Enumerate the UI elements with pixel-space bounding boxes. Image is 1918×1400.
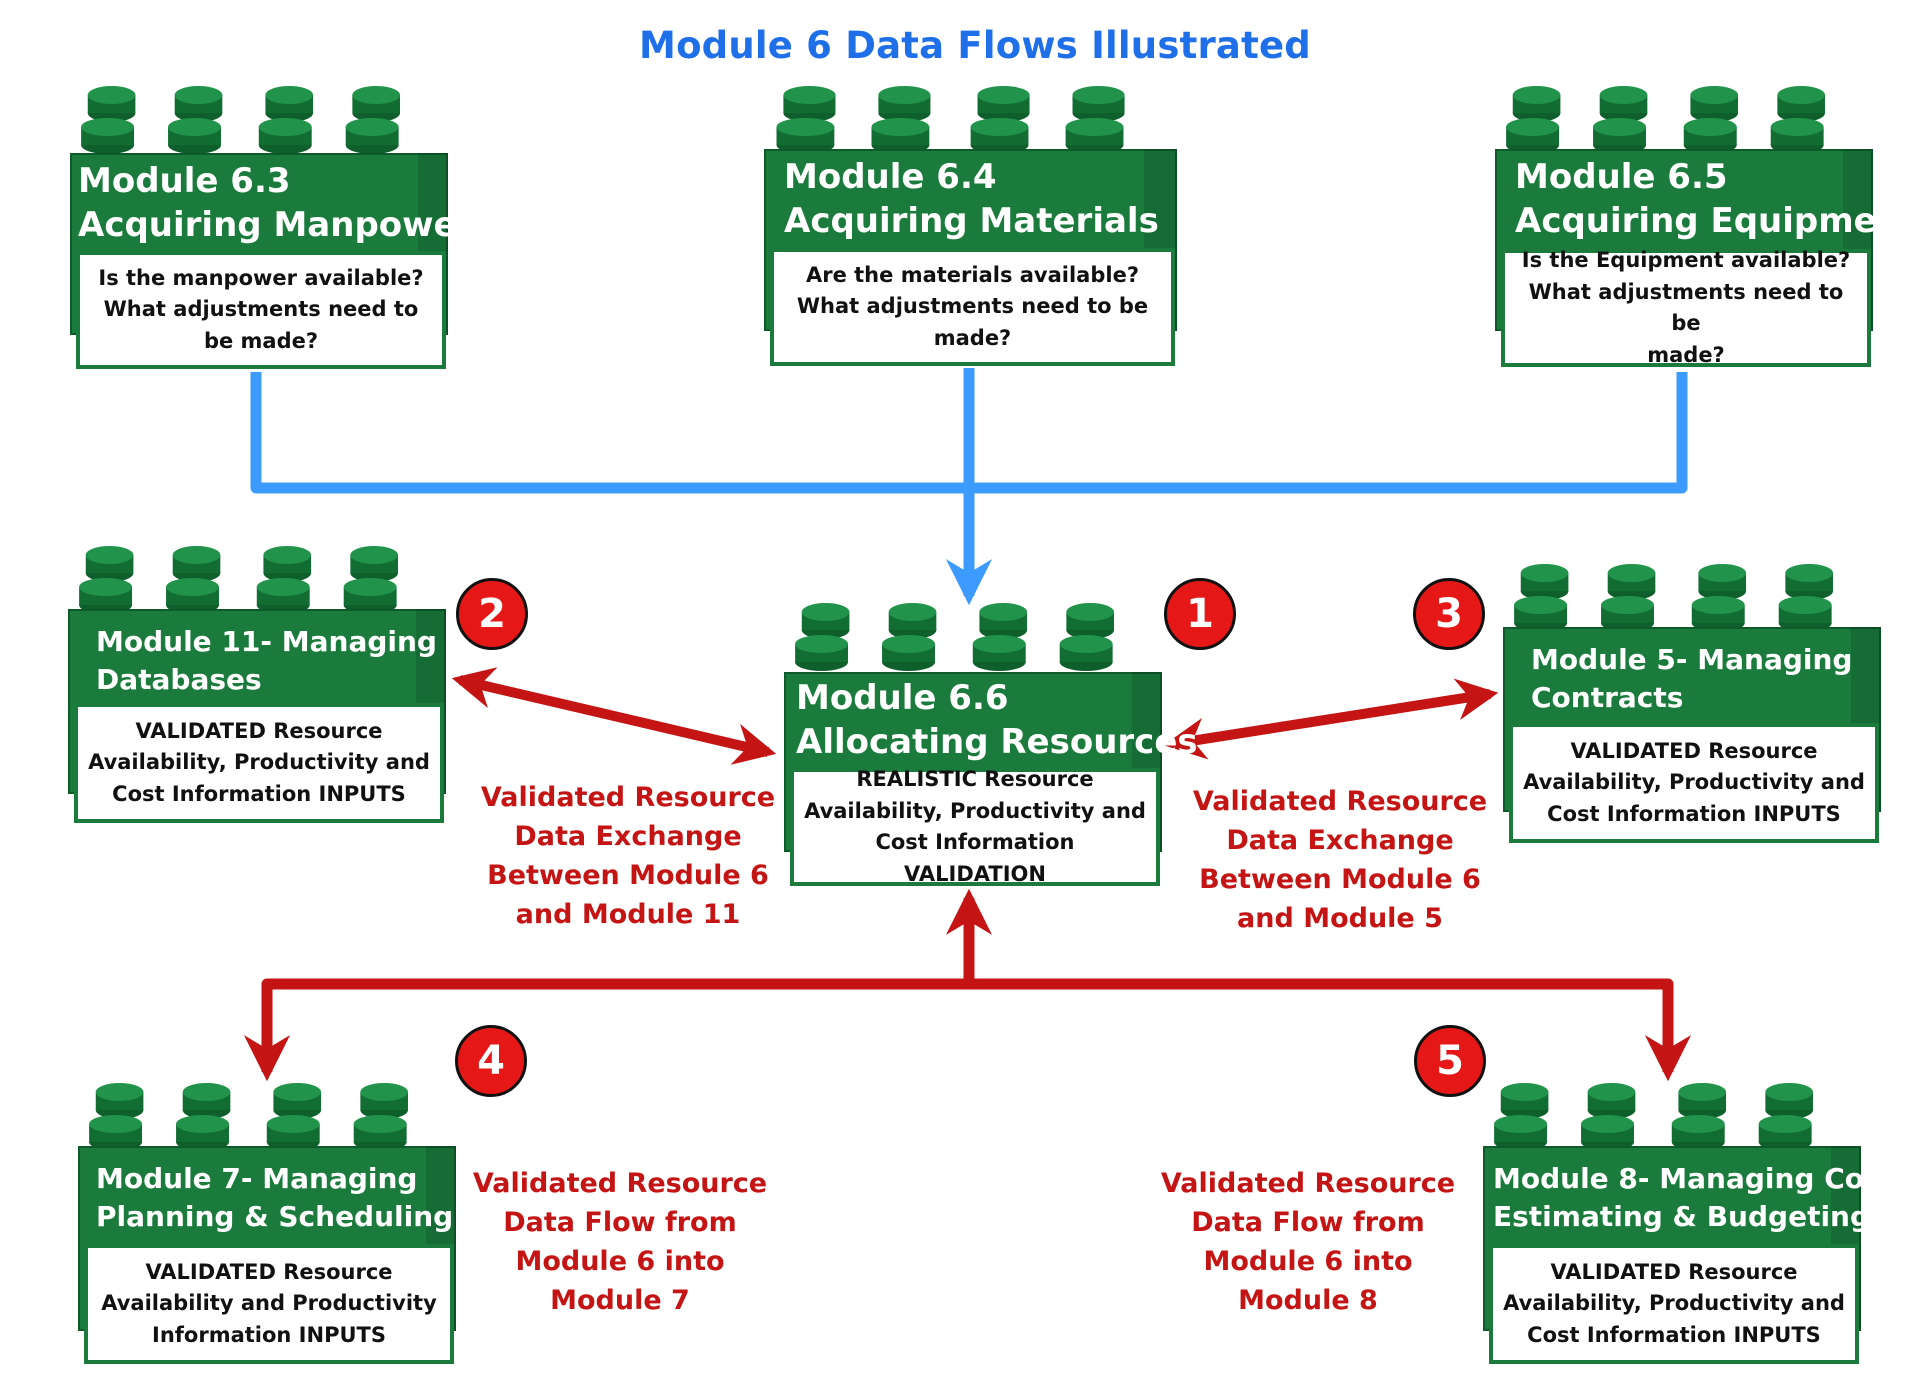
flow-label-module-8: Validated Resource Data Flow from Module…: [1160, 1168, 1456, 1317]
brick-studs: [1514, 564, 1833, 632]
stud: [888, 603, 937, 639]
brick-studs: [81, 86, 400, 154]
stud: [258, 118, 312, 154]
module-title: Module 7- Managing Planning & Scheduling: [96, 1162, 454, 1233]
stud: [168, 118, 221, 154]
module-description: VALIDATED Resource Availability, Product…: [74, 703, 444, 823]
stud: [1678, 1083, 1727, 1119]
stud: [350, 546, 398, 582]
stud: [1520, 564, 1569, 600]
module-title: Module 6.6 Allocating Resources: [796, 678, 1198, 763]
stud: [1500, 1083, 1549, 1119]
module-description: Is the Equipment available? What adjustm…: [1501, 248, 1871, 367]
stud: [882, 635, 935, 671]
stud: [95, 1083, 144, 1119]
stud: [795, 635, 849, 671]
badge-5: 5: [1414, 1025, 1486, 1097]
stud: [1698, 564, 1747, 600]
module-6-4-brick: Module 6.4 Acquiring Materials Are the m…: [764, 85, 1178, 367]
stud: [801, 603, 850, 639]
stud: [1066, 603, 1114, 639]
stud: [174, 86, 223, 122]
stud: [345, 118, 399, 154]
stud: [172, 546, 221, 582]
stud: [979, 603, 1028, 639]
page-title: Module 6 Data Flows Illustrated: [639, 24, 1311, 67]
stud: [182, 1083, 231, 1119]
brick-studs: [1506, 86, 1825, 154]
stud: [352, 86, 400, 122]
flow-label-exchange-module-11: Validated Resource Data Exchange Between…: [480, 782, 776, 931]
module-title: Module 5- Managing Contracts: [1531, 643, 1853, 714]
module-5-brick: Module 5- Managing Contracts VALIDATED R…: [1503, 563, 1882, 843]
stud: [972, 635, 1026, 671]
module-6-3-brick: Module 6.3 Acquiring Manpower Is the man…: [70, 85, 474, 370]
module-title: Module 6.3 Acquiring Manpower: [78, 161, 474, 246]
module-title: Module 8- Managing Cost Estimating & Bud…: [1493, 1162, 1895, 1233]
module-description: VALIDATED Resource Availability and Prod…: [84, 1244, 454, 1364]
stud: [1512, 86, 1561, 122]
stud: [273, 1083, 322, 1119]
stud: [1785, 564, 1833, 600]
stud: [1607, 564, 1656, 600]
flow-label-module-7: Validated Resource Data Flow from Module…: [472, 1168, 768, 1317]
badge-2: 2: [456, 578, 528, 650]
exchange-arrow-module-5: [1163, 678, 1499, 760]
stud: [1599, 86, 1648, 122]
stud: [878, 86, 931, 122]
badge-3: 3: [1413, 578, 1485, 650]
module-description: VALIDATED Resource Availability, Product…: [1509, 723, 1879, 843]
module-description: Is the manpower available? What adjustme…: [76, 251, 446, 369]
stud: [1059, 635, 1113, 671]
stud: [977, 86, 1030, 122]
stud: [85, 546, 134, 582]
badge-1: 1: [1164, 578, 1236, 650]
stud: [1777, 86, 1825, 122]
module-description: REALISTIC Resource Availability, Product…: [790, 767, 1160, 886]
stud: [87, 86, 136, 122]
badge-4: 4: [455, 1025, 527, 1097]
module-title: Module 6.5 Acquiring Equipment: [1515, 157, 1918, 242]
stud: [81, 118, 135, 154]
stud: [783, 86, 836, 122]
stud: [1690, 86, 1739, 122]
flow-label-exchange-module-5: Validated Resource Data Exchange Between…: [1192, 786, 1488, 935]
stud: [1587, 1083, 1636, 1119]
stud: [360, 1083, 408, 1119]
stud: [263, 546, 312, 582]
stud: [265, 86, 314, 122]
module-title: Module 6.4 Acquiring Materials: [784, 157, 1159, 242]
brick-studs: [795, 603, 1114, 671]
red-distribution-connector: [243, 888, 1692, 1082]
module-7-brick: Module 7- Managing Planning & Scheduling…: [78, 1082, 457, 1364]
module-11-brick: Module 11- Managing Databases VALIDATED …: [68, 545, 447, 825]
blue-feed-connector: [250, 368, 1688, 606]
module-description: VALIDATED Resource Availability, Product…: [1489, 1244, 1859, 1364]
stud: [1072, 86, 1125, 122]
module-8-brick: Module 8- Managing Cost Estimating & Bud…: [1483, 1082, 1895, 1364]
exchange-arrow-module-11: [451, 667, 777, 765]
module-description: Are the materials available? What adjust…: [770, 248, 1175, 366]
module-title: Module 11- Managing Databases: [96, 625, 437, 696]
stud: [1765, 1083, 1813, 1119]
module-6-5-brick: Module 6.5 Acquiring Equipment Is the Eq…: [1495, 85, 1918, 368]
module-6-6-brick: Module 6.6 Allocating Resources REALISTI…: [784, 602, 1198, 887]
